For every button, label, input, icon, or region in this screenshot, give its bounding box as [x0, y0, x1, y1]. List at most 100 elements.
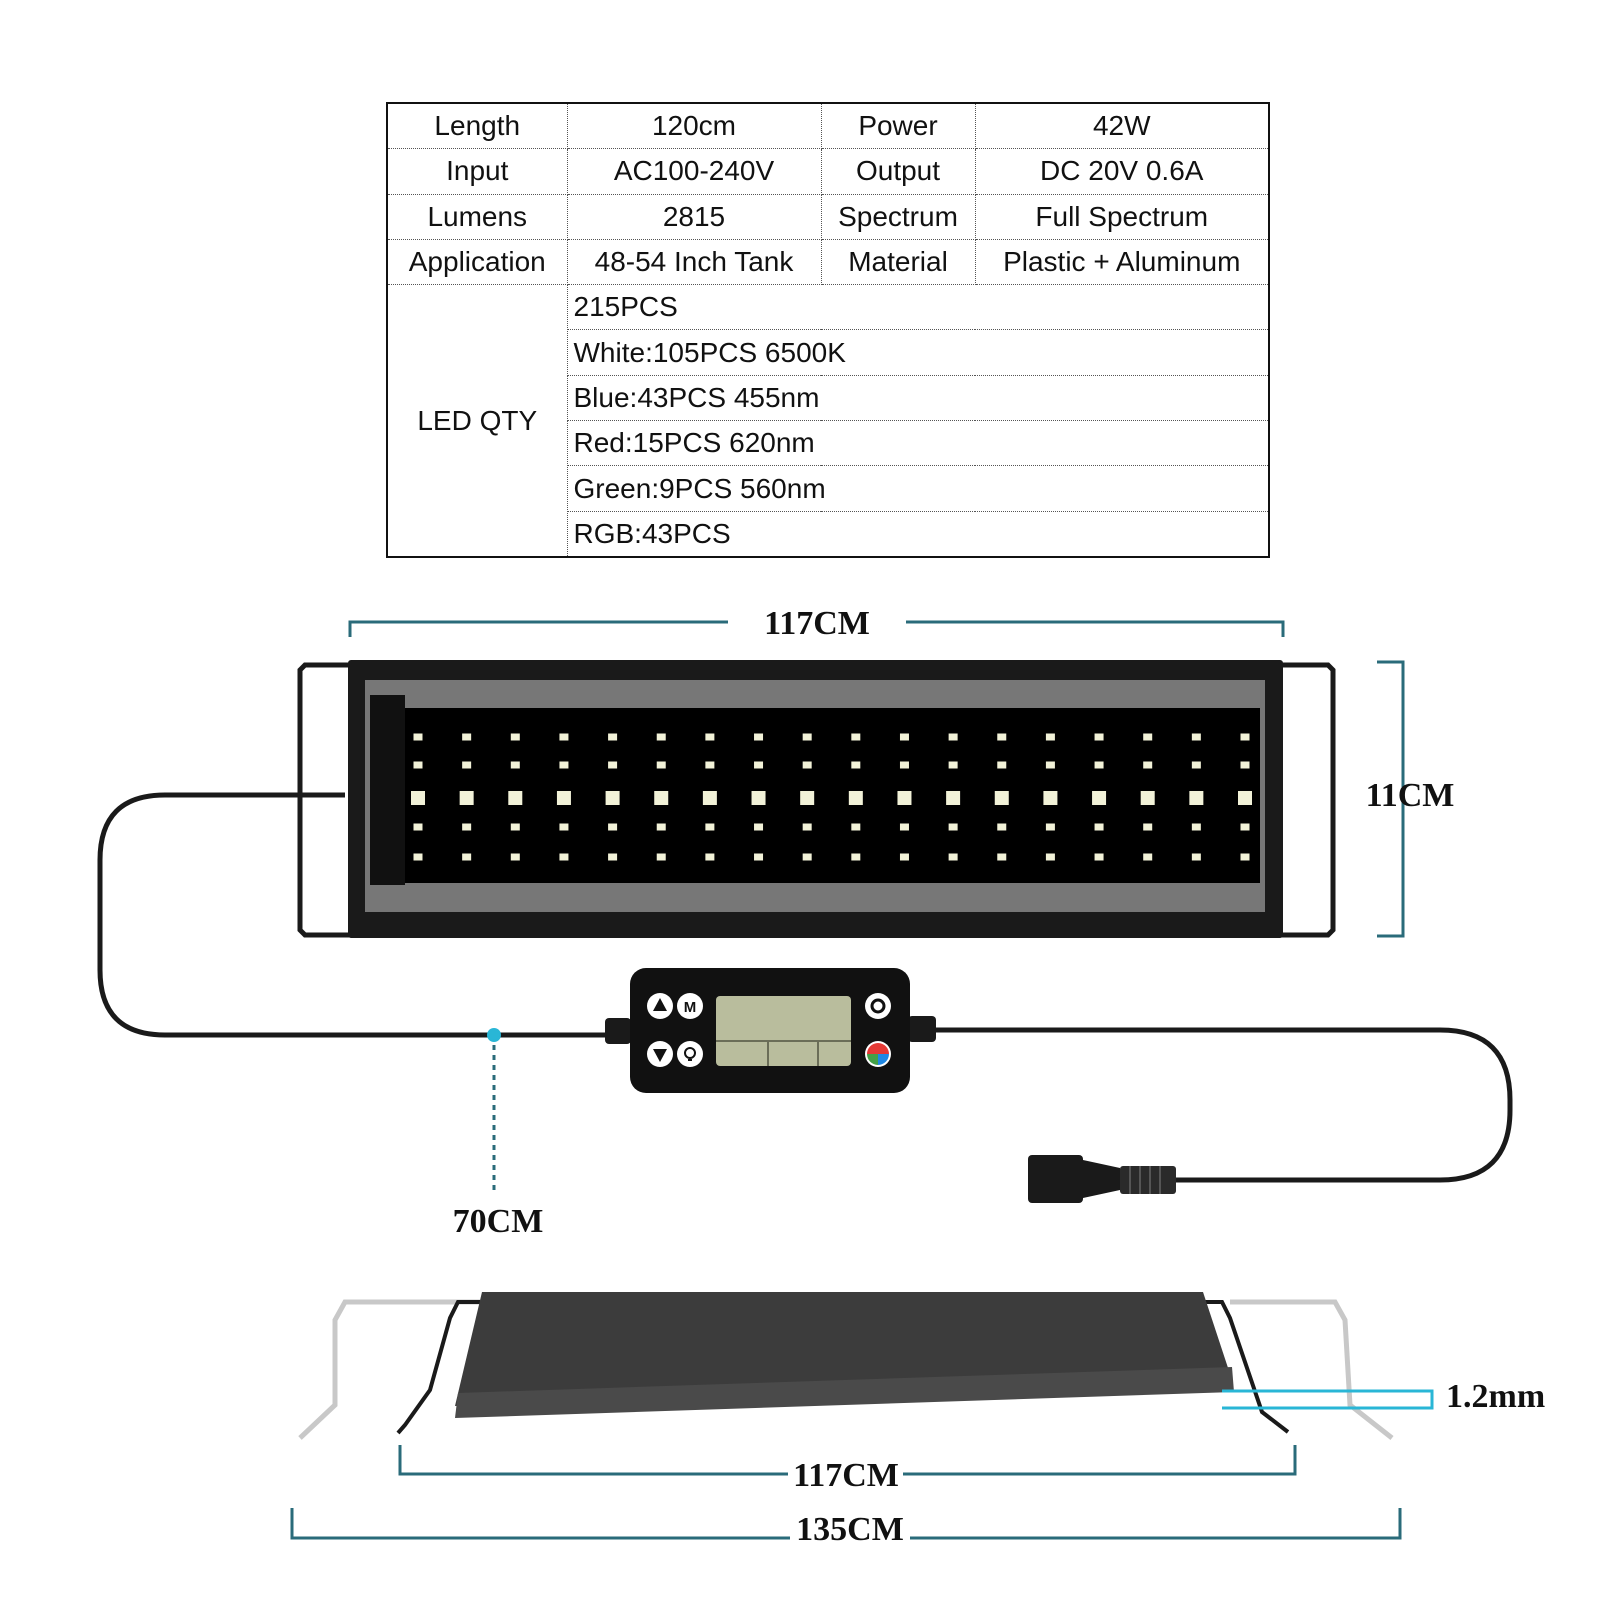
down-arrow-icon[interactable]	[647, 1041, 673, 1067]
led-chip	[899, 823, 909, 831]
spec-value: DC 20V 0.6A	[974, 148, 1270, 195]
led-chip	[897, 791, 912, 805]
cable-marker-dot	[487, 1028, 501, 1042]
led-chip	[899, 853, 909, 861]
led-item: Green:9PCS 560nm	[566, 465, 1270, 512]
led-chip	[413, 761, 423, 769]
led-chip	[948, 853, 958, 861]
led-chip	[608, 761, 618, 769]
led-chip	[751, 791, 766, 805]
led-chip	[413, 853, 423, 861]
brightness-icon[interactable]	[677, 1041, 703, 1067]
led-chip	[899, 761, 909, 769]
led-chip	[1045, 733, 1055, 741]
led-chip	[802, 761, 812, 769]
led-item: Blue:43PCS 455nm	[566, 374, 1270, 422]
led-chip	[948, 733, 958, 741]
bottom-length-label: 117CM	[793, 1457, 899, 1494]
power-icon[interactable]	[865, 993, 891, 1019]
led-chip	[656, 761, 666, 769]
led-chip	[1045, 853, 1055, 861]
led-chip	[656, 733, 666, 741]
led-chip	[1240, 761, 1250, 769]
led-chip	[802, 853, 812, 861]
extended-bracket-ghost	[298, 1299, 1394, 1440]
bracket-side-view	[396, 1300, 1290, 1435]
mode-icon[interactable]: M	[677, 993, 703, 1019]
led-chip	[510, 733, 520, 741]
led-chip	[1092, 791, 1107, 805]
led-chip	[705, 733, 715, 741]
led-chip	[1094, 761, 1104, 769]
led-chip	[1189, 791, 1204, 805]
spec-label: Lumens	[386, 193, 568, 240]
timer-controller[interactable]: M	[605, 968, 936, 1093]
led-chip	[1143, 733, 1153, 741]
led-chip	[1045, 761, 1055, 769]
up-arrow-icon[interactable]	[647, 993, 673, 1019]
led-chip	[413, 733, 423, 741]
height-dimension	[1377, 660, 1405, 938]
led-chip	[851, 853, 861, 861]
led-chip	[608, 733, 618, 741]
led-chip	[462, 823, 472, 831]
led-chip	[1240, 823, 1250, 831]
mounting-bracket	[297, 662, 1336, 938]
led-chip	[510, 853, 520, 861]
spec-value: 120cm	[566, 102, 822, 150]
spec-value: Full Spectrum	[974, 193, 1270, 240]
led-row: Blue:43PCS 455nm	[387, 374, 1270, 422]
led-chip	[1191, 823, 1201, 831]
aquarium-light-top-view	[348, 660, 1283, 938]
led-chip	[899, 733, 909, 741]
led-chip	[705, 761, 715, 769]
top-width-label: 117CM	[764, 605, 870, 642]
led-chip	[1140, 791, 1155, 805]
spec-row: Application 48-54 Inch Tank Material Pla…	[386, 238, 1270, 286]
svg-text:M: M	[684, 999, 697, 1016]
extended-length-label: 135CM	[796, 1511, 904, 1548]
led-chip	[413, 823, 423, 831]
led-chip	[802, 733, 812, 741]
power-cable	[97, 792, 625, 1038]
spec-label: Output	[820, 148, 976, 195]
top-width-dimension	[348, 620, 1285, 637]
led-chip	[608, 823, 618, 831]
led-item: White:105PCS 6500K	[566, 329, 1270, 376]
led-chip	[508, 791, 523, 805]
led-grid	[411, 733, 1252, 861]
led-chip	[459, 791, 474, 805]
cable-length-label: 70CM	[453, 1203, 544, 1240]
rgb-color-icon[interactable]	[865, 1041, 891, 1067]
spec-label: Material	[820, 238, 976, 286]
led-chip	[605, 791, 620, 805]
led-chip	[1043, 791, 1058, 805]
led-chip	[559, 823, 569, 831]
led-chip	[1143, 853, 1153, 861]
led-chip	[510, 823, 520, 831]
led-chip	[997, 733, 1007, 741]
led-chip	[1094, 823, 1104, 831]
led-chip	[462, 733, 472, 741]
spec-value: 42W	[974, 102, 1270, 150]
led-chip	[851, 823, 861, 831]
led-chip	[948, 761, 958, 769]
height-label: 11CM	[1366, 777, 1455, 814]
led-item: Red:15PCS 620nm	[566, 420, 1270, 467]
dc-connector	[1028, 1155, 1176, 1203]
led-chip	[800, 791, 815, 805]
led-chip	[1045, 823, 1055, 831]
led-chip	[1143, 823, 1153, 831]
led-chip	[556, 791, 571, 805]
led-chip	[705, 823, 715, 831]
led-chip	[1240, 733, 1250, 741]
led-row: Green:9PCS 560nm	[387, 465, 1270, 512]
spec-row: Length 120cm Power 42W	[386, 102, 1270, 150]
led-chip	[997, 761, 1007, 769]
led-chip	[656, 853, 666, 861]
led-row: RGB:43PCS	[387, 510, 1270, 558]
extended-length-dimension	[290, 1508, 1402, 1540]
spec-label: Application	[386, 238, 568, 286]
spec-label: Spectrum	[820, 193, 976, 240]
